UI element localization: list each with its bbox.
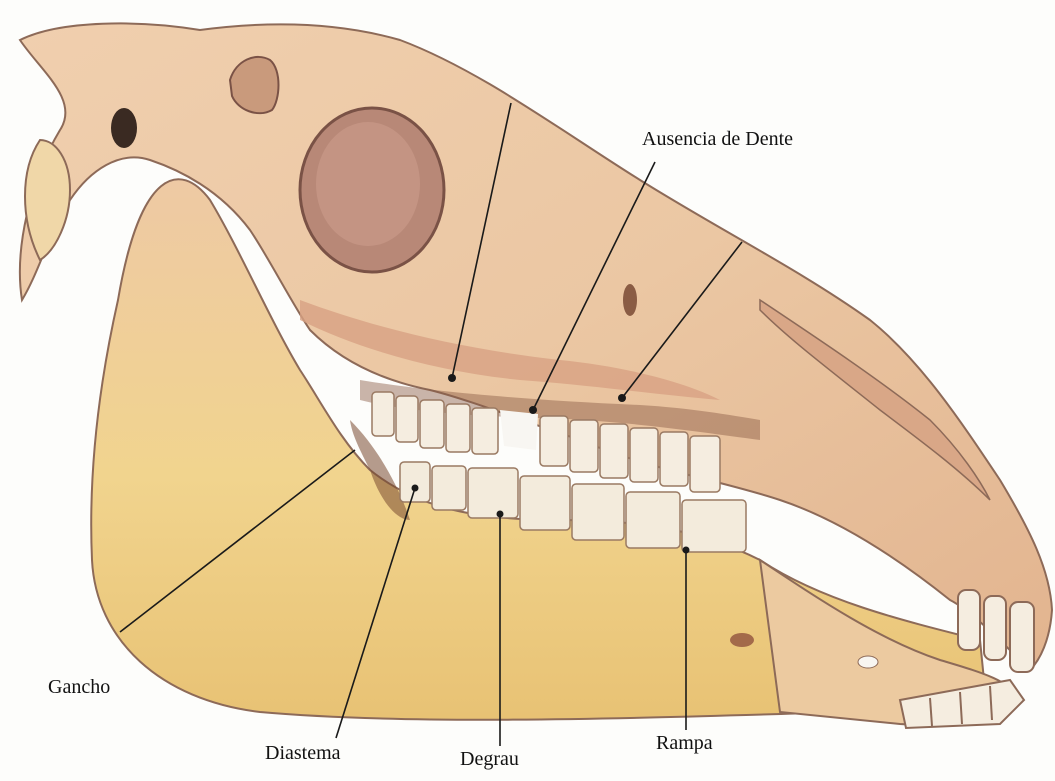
occipital-condyle [25, 140, 70, 260]
foramen-small [858, 656, 878, 668]
tooth-gap [500, 410, 538, 450]
label-diastema: Diastema [265, 742, 341, 765]
label-ausencia-de-dente: Ausencia de Dente [642, 128, 793, 151]
label-gancho: Gancho [48, 676, 110, 699]
ear-canal [111, 108, 137, 148]
infraorbital-foramen [623, 284, 637, 316]
temporal-fossa [230, 57, 279, 113]
orbit-inner [316, 122, 420, 246]
mental-foramen [730, 633, 754, 647]
label-rampa: Rampa [656, 732, 713, 755]
label-degrau: Degrau [460, 748, 519, 771]
